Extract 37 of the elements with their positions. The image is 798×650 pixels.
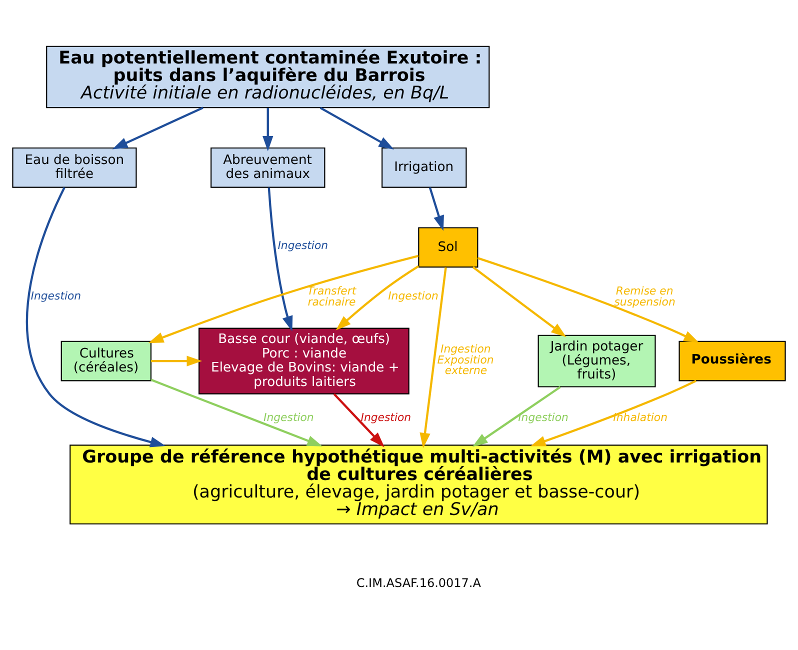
label: C.IM.ASAF.16.0017.A <box>356 576 481 590</box>
arrow <box>148 254 419 344</box>
edge-label: Ingestion <box>278 239 328 252</box>
edge-label: Ingestion <box>360 411 412 424</box>
node-box: Cultures (céréales) <box>60 340 152 382</box>
node-box: Irrigation <box>382 147 467 188</box>
node-box: Groupe de référence hypothétique multi-activités (M) avec irrigation de cultures céréalières (agriculture, élevage, jardin potager et basse-cour) → Impact en Sv/an <box>70 444 768 524</box>
edge-label: Ingestion <box>518 411 568 424</box>
edge-label: Ingestion <box>264 411 314 424</box>
arrow <box>472 266 566 338</box>
node-box: Poussières <box>678 340 786 382</box>
arrow <box>112 106 204 150</box>
arrow <box>320 106 394 150</box>
arrow <box>477 257 700 343</box>
node-box: Basse cour (viande, œufs) Porc : viande Elevage de Bovins: viande + produits laitiers <box>198 328 410 394</box>
arrow <box>268 187 293 332</box>
edge-label: Inhalation <box>613 411 668 424</box>
arrow <box>333 393 384 448</box>
arrow <box>420 267 447 448</box>
arrow <box>150 378 323 446</box>
node-box: Sol <box>418 227 478 268</box>
arrow <box>262 108 274 152</box>
arrow <box>26 187 166 448</box>
arrow <box>472 386 561 447</box>
arrow <box>150 356 202 366</box>
node-box: Abreuvement des animaux <box>210 147 326 188</box>
edge-label: Ingestion <box>388 289 438 302</box>
edge-label: Ingestion Exposition externe <box>437 342 494 378</box>
edge-label: Ingestion <box>30 289 82 302</box>
edge-label: Remise en suspension <box>614 284 676 308</box>
node-box: Eau de boisson filtrée <box>12 147 137 188</box>
node-box: Jardin potager (Légumes, fruits) <box>538 334 656 388</box>
arrow <box>428 187 444 231</box>
node-box: Eau potentiellement contaminée Exutoire : puits dans l’aquifère du Barrois Activité initiale en radionucléides, en Bq/L <box>46 46 490 108</box>
arrow <box>530 380 697 446</box>
arrow <box>336 265 420 330</box>
edge-label: Transfert racinaire <box>307 284 356 308</box>
